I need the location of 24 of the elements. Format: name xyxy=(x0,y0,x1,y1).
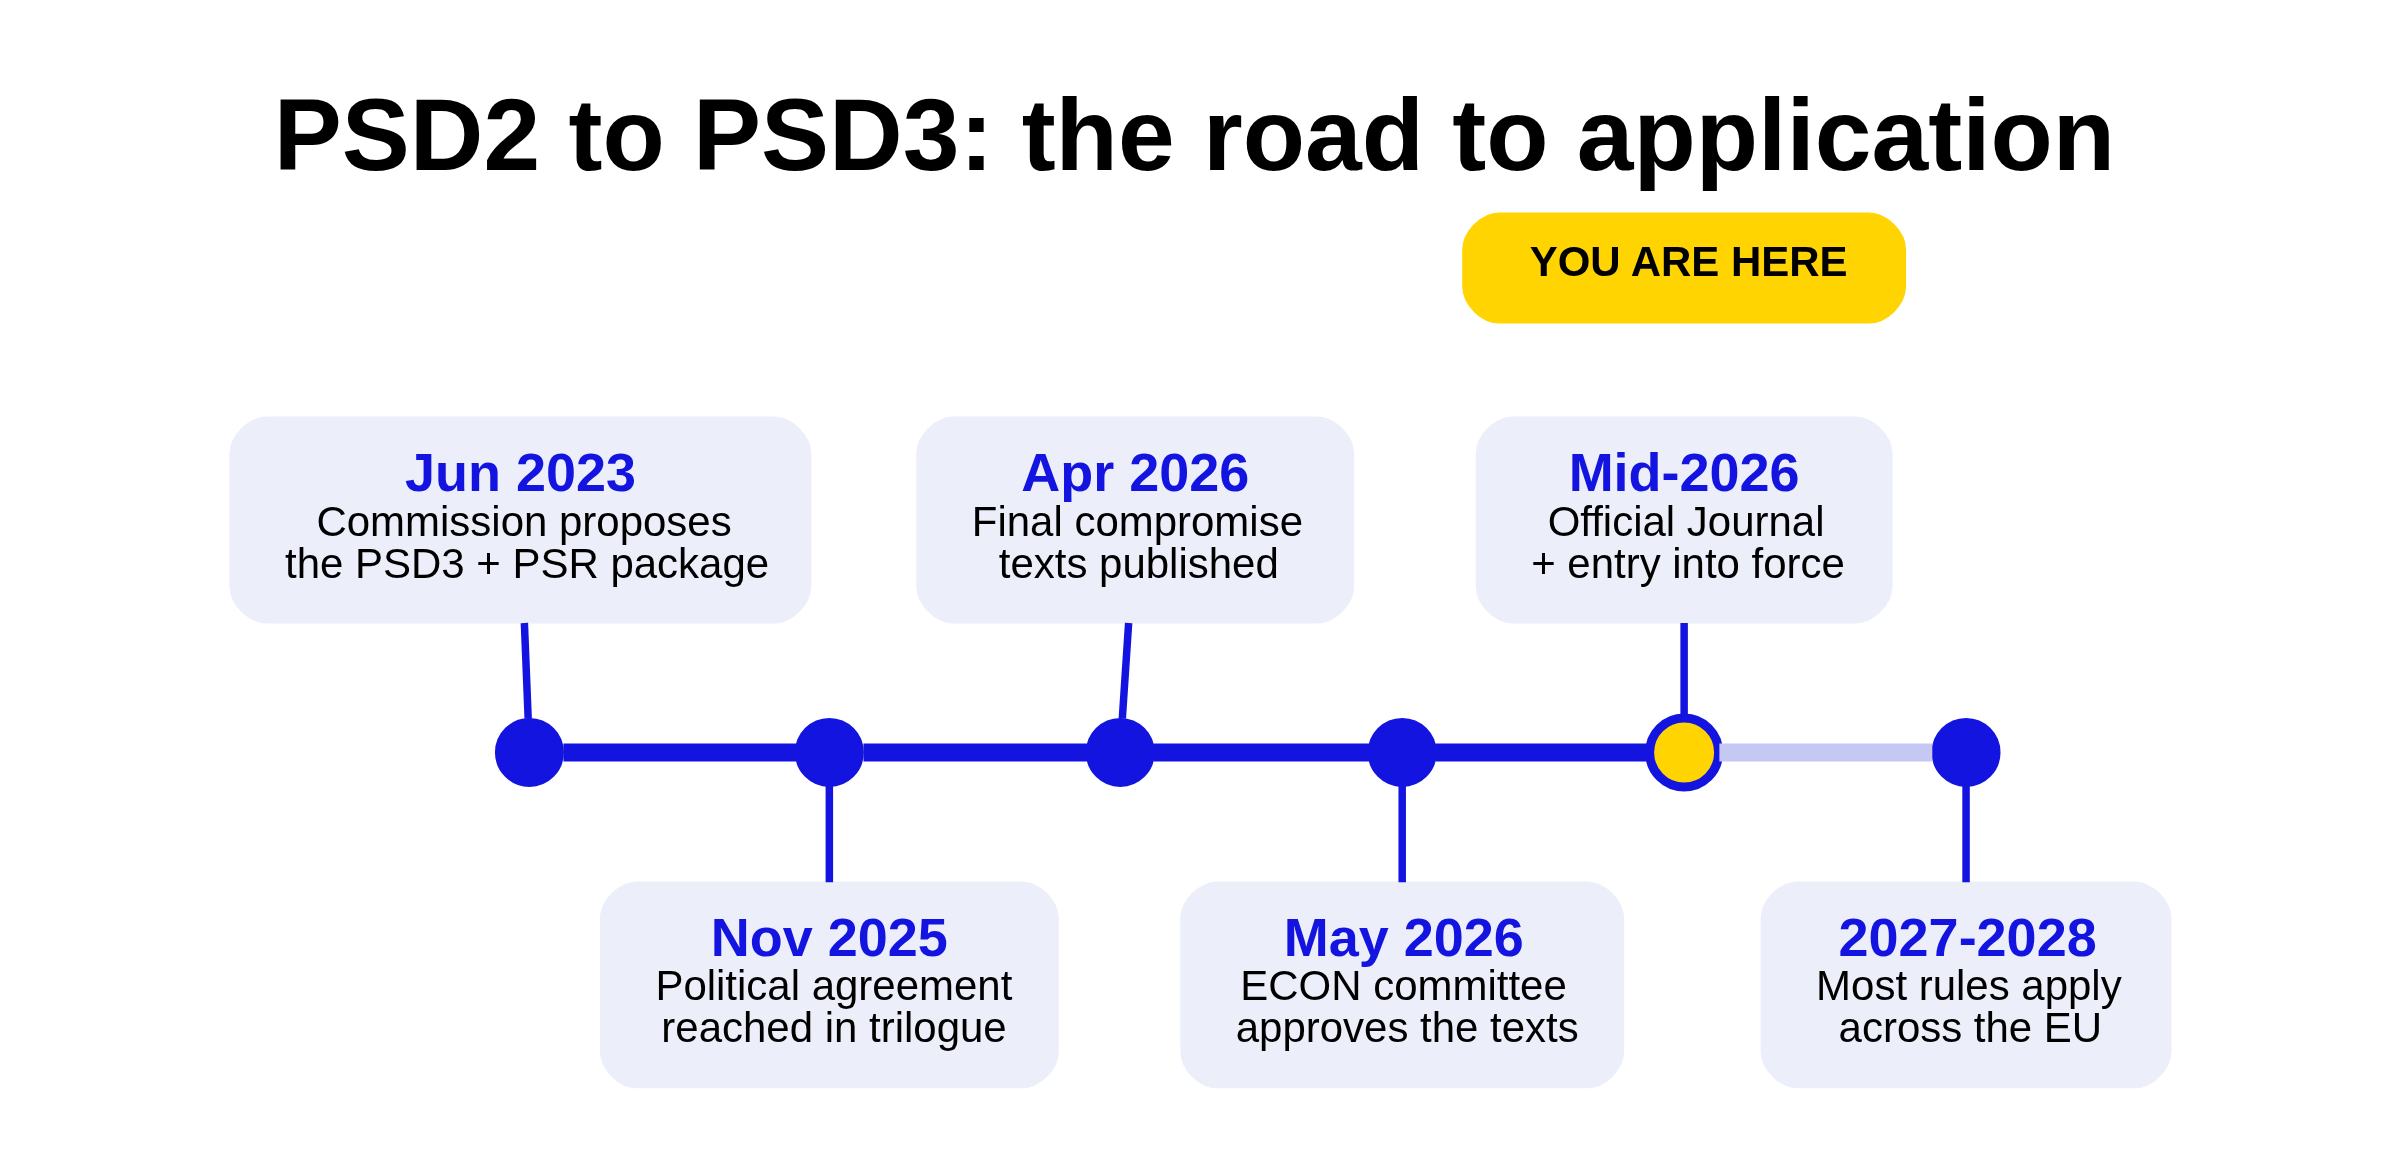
connector xyxy=(1961,786,1970,883)
node-circle xyxy=(1085,717,1155,787)
connector xyxy=(862,743,1087,762)
node-circle xyxy=(494,717,564,787)
node-box: Apr 2026 Final compromise texts published xyxy=(915,416,1354,624)
node-box: YOU ARE HERE xyxy=(1461,212,1906,324)
node-circle xyxy=(1644,713,1723,792)
connector xyxy=(520,622,532,719)
diagram-title: PSD2 to PSD3: the road to application xyxy=(273,77,2115,192)
node-box: Nov 2025 Political agreement reached in trilogue xyxy=(599,881,1059,1089)
connector xyxy=(1397,786,1406,883)
node-box: May 2026 ECON committee approves the texts xyxy=(1179,881,1624,1089)
connector xyxy=(1718,743,1932,762)
node-circle xyxy=(1931,717,2001,787)
connector xyxy=(825,786,833,883)
connector xyxy=(1152,743,1369,762)
connector xyxy=(562,743,796,762)
node-circle xyxy=(794,717,864,787)
node-box: Mid-2026 Official Journal + entry into force xyxy=(1475,416,1893,624)
node-box: Jun 2023 Commission proposes the PSD3 + PSR package xyxy=(229,416,811,624)
connector xyxy=(1434,743,1649,762)
connector xyxy=(1118,622,1132,719)
node-box: 2027-2028 Most rules apply across the EU xyxy=(1760,881,2171,1089)
node-circle xyxy=(1367,717,1437,787)
